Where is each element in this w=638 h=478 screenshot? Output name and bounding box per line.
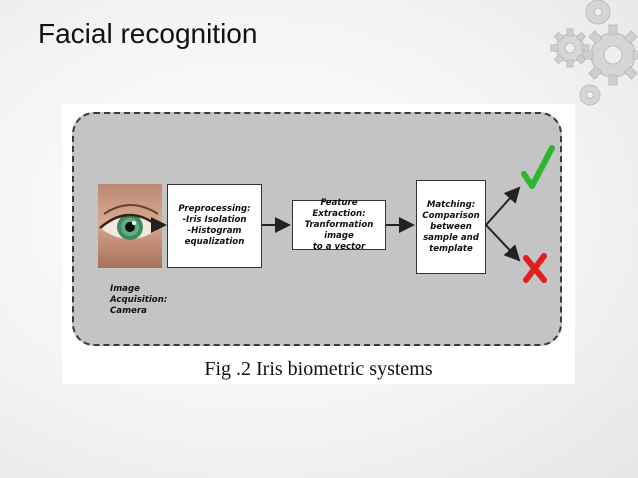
gears-decoration-icon [550, 0, 638, 106]
figure-caption: Fig .2 Iris biometric systems [204, 358, 433, 380]
matching-text: Matching: Comparison between sample and … [422, 199, 480, 254]
check-icon [521, 145, 555, 189]
cross-icon [523, 253, 547, 283]
arrow-to-match [485, 186, 521, 226]
arrow-to-nomatch [485, 224, 521, 262]
feature-extraction-text: Feature Extraction: Tranformation image … [304, 197, 374, 252]
matching-box: Matching: Comparison between sample and … [416, 180, 486, 274]
preprocessing-text: Preprocessing: -Iris Isolation -Histogra… [178, 204, 251, 247]
feature-extraction-box: Feature Extraction: Tranformation image … [292, 197, 386, 252]
eye-image [98, 184, 162, 268]
flow-arrows [151, 145, 555, 283]
iris-diagram-figure: Image Acquisition: Camera Preprocessing:… [62, 104, 575, 384]
preprocessing-box: Preprocessing: -Iris Isolation -Histogra… [167, 184, 262, 268]
acquisition-label: Image Acquisition: Camera [110, 284, 168, 316]
slide-title: Facial recognition [38, 18, 258, 49]
diagram-panel: Image Acquisition: Camera Preprocessing:… [72, 112, 562, 346]
